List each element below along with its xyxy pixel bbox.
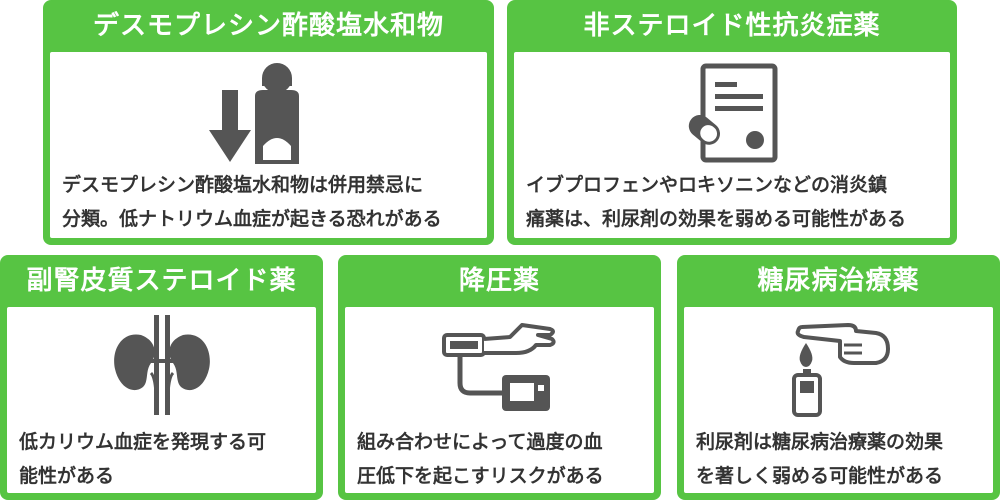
card-body: 組み合わせによって過度の血 圧低下を起こすリスクがある <box>345 307 654 493</box>
card-description: 組み合わせによって過度の血 圧低下を起こすリスクがある <box>357 431 604 487</box>
card-nsaids: 非ステロイド性抗炎症薬 イブプロフェンやロキソニンなどの消炎鎮 痛薬は、利尿剤の… <box>507 0 957 245</box>
card-title: デスモプレシン酢酸塩水和物 <box>92 11 444 41</box>
card-corticosteroids: 副腎皮質ステロイド薬 低カリウム血症を発現する可 能性がある <box>0 255 323 500</box>
card-description: デスモプレシン酢酸塩水和物は併用禁忌に 分類。低ナトリウム血症が起きる恐れがある <box>62 174 442 230</box>
card-body: 低カリウム血症を発現する可 能性がある <box>7 307 316 493</box>
card-title: 非ステロイド性抗炎症薬 <box>583 11 881 41</box>
card-description: 低カリウム血症を発現する可 能性がある <box>19 431 267 487</box>
card-title: 降圧薬 <box>458 266 540 296</box>
card-body: デスモプレシン酢酸塩水和物は併用禁忌に 分類。低ナトリウム血症が起きる恐れがある <box>50 52 487 238</box>
kidneys-icon <box>113 315 210 415</box>
blood-pressure-monitor-icon <box>441 323 556 411</box>
down-arrow-person-icon <box>208 63 299 164</box>
card-title: 糖尿病治療薬 <box>757 266 920 296</box>
card-title: 副腎皮質ステロイド薬 <box>26 266 297 296</box>
card-description: イブプロフェンやロキソニンなどの消炎鎮 痛薬は、利尿剤の効果を弱める可能性がある <box>526 174 907 230</box>
card-antihypertensives: 降圧薬 組み合わせによって過度の血 圧低下を起こすリスクがある <box>338 255 661 500</box>
glucose-meter-icon <box>791 323 890 417</box>
card-diabetes-drugs: 糖尿病治療薬 利尿剤は糖尿病治療薬の効果 を著しく弱める可能性がある <box>677 255 1000 500</box>
card-body: 利尿剤は糖尿病治療薬の効果 を著しく弱める可能性がある <box>684 307 993 493</box>
card-description: 利尿剤は糖尿病治療薬の効果 を著しく弱める可能性がある <box>696 431 944 487</box>
card-body: イブプロフェンやロキソニンなどの消炎鎮 痛薬は、利尿剤の効果を弱める可能性がある <box>514 52 950 238</box>
card-desmopressin: デスモプレシン酢酸塩水和物 デスモプレシン酢酸塩水和物は併用禁忌に 分類。低ナト… <box>43 0 494 245</box>
document-pill-icon <box>688 63 778 163</box>
